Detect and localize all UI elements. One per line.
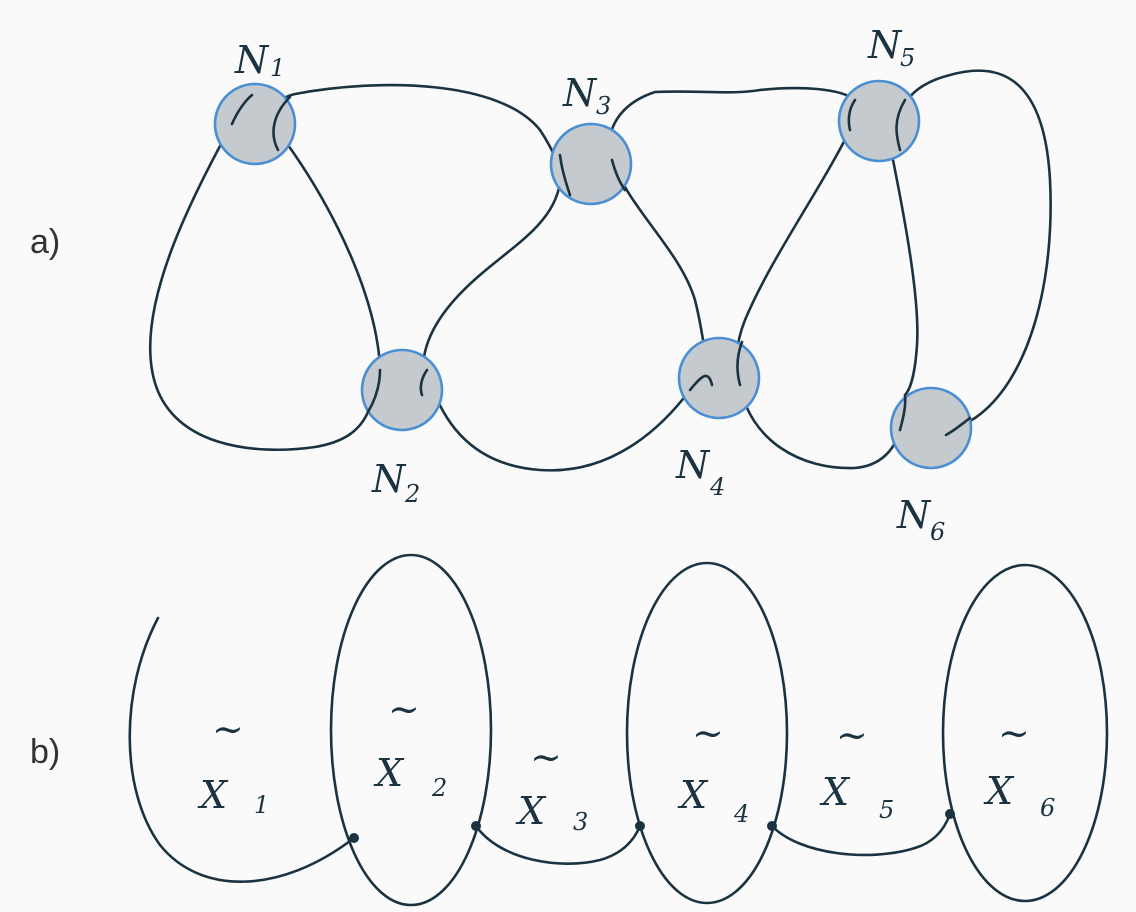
label-n6-letter: N (896, 493, 932, 537)
label-n4: N 4 (675, 443, 725, 501)
crossing-n1-b (272, 95, 292, 152)
node-n4 (677, 336, 761, 420)
curve-n5-to-n6 (891, 158, 919, 397)
label-x2-sub: 2 (431, 774, 447, 802)
label-x2: ~ X 2 (373, 687, 447, 802)
crossing-n5-b (895, 98, 907, 152)
node-n2 (360, 348, 444, 432)
curve-n3-to-n2 (419, 153, 563, 397)
node-n5 (837, 79, 921, 163)
label-n3-letter: N (562, 71, 598, 115)
label-n1-sub: 1 (270, 54, 285, 82)
curve-n5-to-n4 (735, 128, 852, 387)
label-n1-letter: N (234, 38, 270, 82)
piece-labels: ~ X 1 ~ X 2 ~ X 3 ~ X 4 ~ X 5 ~ X 6 (197, 687, 1055, 836)
curve-n1-to-n2 (286, 143, 382, 372)
piece-x6-boundary (941, 563, 1109, 903)
crossing-n4-b (736, 340, 744, 387)
crossing-n4 (688, 374, 714, 392)
label-n5-sub: 5 (900, 44, 915, 72)
label-n3: N 3 (562, 71, 611, 120)
label-x6: ~ X 6 (983, 711, 1055, 822)
piece-x1-boundary (128, 616, 356, 883)
label-x5-letter: X (819, 770, 851, 814)
piece-x2-boundary (329, 553, 493, 907)
label-x3-tilde: ~ (530, 735, 562, 779)
junction-x4-x5 (767, 821, 777, 831)
part-b-label: b) (30, 733, 60, 771)
curve-n5-outer-loop (896, 69, 1052, 437)
curve-n1-to-n3 (267, 83, 572, 197)
node-n6 (889, 386, 973, 470)
crossing-n2-b (419, 368, 429, 397)
curve-loop-n1-n2 (148, 122, 370, 452)
label-x3-letter: X (515, 789, 547, 833)
crossing-n6 (898, 393, 907, 432)
junction-points (349, 809, 955, 843)
label-x6-letter: X (983, 769, 1015, 813)
label-n5: N 5 (867, 23, 915, 72)
part-b-curve (128, 553, 1109, 907)
piece-x3-boundary (474, 824, 642, 865)
label-n2-letter: N (371, 457, 407, 501)
piece-x5-boundary (770, 812, 952, 857)
label-x1-tilde: ~ (212, 707, 244, 751)
label-x4: ~ X 4 (677, 711, 749, 828)
piece-x4-boundary (625, 561, 789, 905)
node-n1 (213, 82, 297, 166)
label-n6: N 6 (896, 493, 945, 546)
part-a-label: a) (30, 223, 60, 261)
label-x2-tilde: ~ (388, 687, 420, 731)
label-n4-sub: 4 (709, 473, 725, 501)
crossing-n3 (558, 153, 572, 197)
label-n2-sub: 2 (404, 480, 420, 508)
label-n1: N 1 (234, 38, 285, 82)
crossing-n2 (366, 368, 382, 414)
junction-x1-x2 (349, 833, 359, 843)
junction-x2-x3 (471, 821, 481, 831)
label-x5-tilde: ~ (836, 713, 868, 757)
label-x5: ~ X 5 (819, 713, 894, 824)
label-x1-sub: 1 (254, 791, 269, 819)
node-crossings (230, 93, 972, 437)
label-x2-letter: X (373, 751, 405, 795)
crossing-n6-b (944, 416, 972, 437)
label-x1-letter: X (197, 773, 229, 817)
label-x6-sub: 6 (1040, 794, 1055, 822)
node-n3 (549, 122, 633, 206)
label-x1: ~ X 1 (197, 707, 269, 819)
node-labels: N 1 N 2 N 3 N 4 N 5 N 6 (234, 23, 945, 546)
curve-n2-to-n4 (425, 368, 692, 472)
nodes (213, 79, 973, 470)
label-x6-tilde: ~ (998, 711, 1030, 755)
crossing-n5 (847, 98, 857, 132)
label-n3-sub: 3 (596, 92, 611, 120)
label-n4-letter: N (675, 443, 711, 487)
curve-n4-to-n6 (738, 383, 902, 470)
label-n2: N 2 (371, 457, 420, 508)
curve-n3-to-n5 (607, 86, 857, 192)
crossing-n1 (230, 93, 254, 126)
label-x3-sub: 3 (573, 808, 588, 836)
junction-x5-x6 (945, 809, 955, 819)
junction-x3-x4 (635, 821, 645, 831)
label-n5-letter: N (867, 23, 903, 67)
label-x4-letter: X (677, 773, 709, 817)
label-n6-sub: 6 (930, 518, 945, 546)
label-x4-tilde: ~ (692, 711, 724, 755)
label-x5-sub: 5 (879, 796, 894, 824)
label-x4-sub: 4 (733, 800, 749, 828)
label-x3: ~ X 3 (515, 735, 588, 836)
crossing-n3-b (610, 158, 627, 192)
